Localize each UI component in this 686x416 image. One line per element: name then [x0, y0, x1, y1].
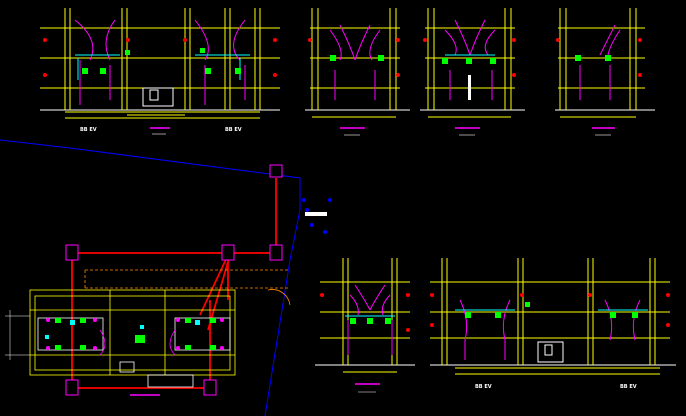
elev-label-a-left: BB EV [80, 127, 97, 133]
elevation-bottom-double: BB EV BB EV [430, 258, 676, 390]
elevation-top-3 [420, 8, 525, 136]
elev-label-b-right: BB EV [620, 384, 637, 390]
elevation-bottom-single [315, 258, 415, 393]
elev-label-a-right: BB EV [225, 127, 242, 133]
elevation-top-4 [555, 8, 655, 136]
elevation-top-2 [305, 8, 410, 136]
site-plan [0, 139, 332, 416]
elev-label-b-left: BB EV [475, 384, 492, 390]
elevation-top-left: BB EV BB EV [40, 8, 280, 135]
